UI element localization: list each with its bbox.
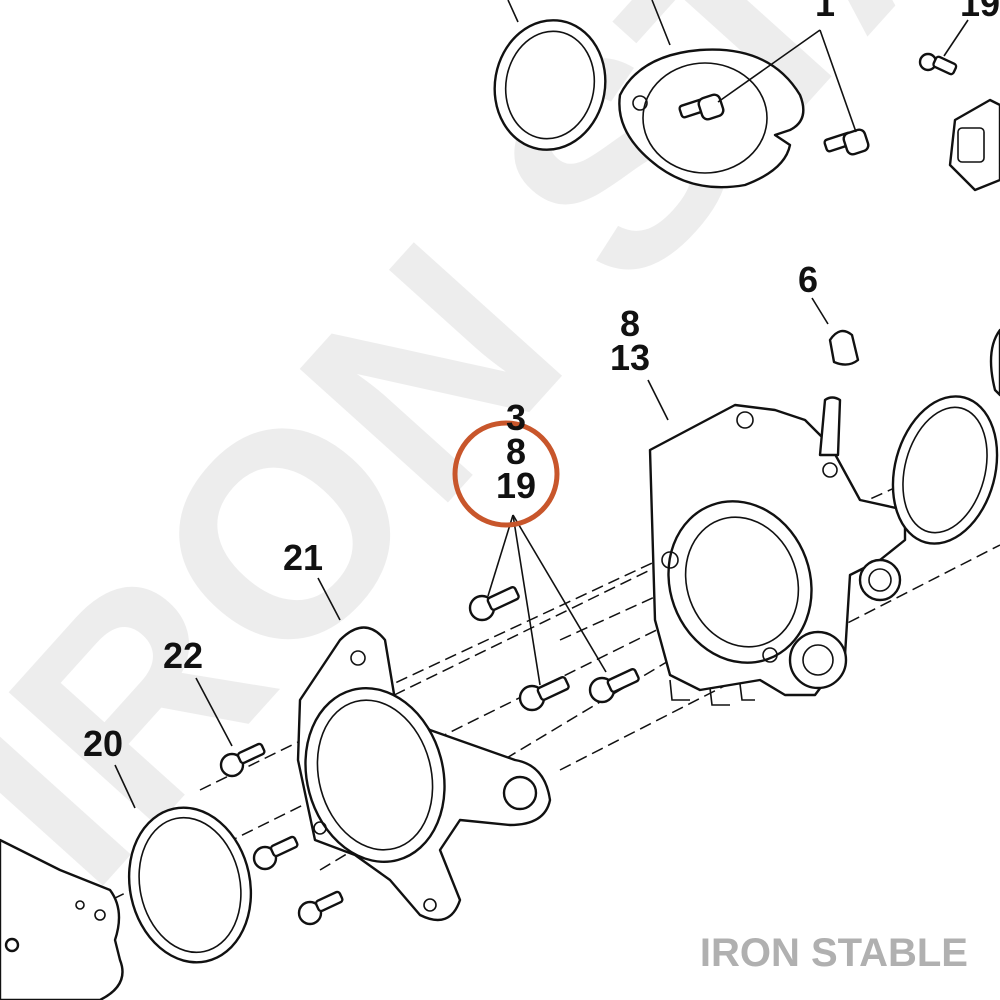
callout-3: 3	[506, 397, 526, 438]
callout-8: 8	[506, 431, 526, 472]
screw-22-a	[219, 742, 266, 778]
sensor-connector	[948, 98, 1000, 192]
callout-1: 1	[815, 0, 835, 24]
bolt-a	[468, 586, 520, 622]
adjacent-part-edge	[989, 328, 1000, 397]
cap	[828, 329, 860, 366]
bolt-top-right	[918, 52, 958, 76]
callout-20: 20	[83, 723, 123, 764]
gasket-bottom-left	[0, 838, 124, 1000]
o-ring-right	[891, 395, 999, 545]
adapter-flange	[296, 626, 552, 922]
bolt-b	[518, 676, 570, 712]
callout-19: 19	[496, 465, 536, 506]
bolt-top-a	[678, 93, 725, 121]
bolt-top-b	[823, 128, 870, 156]
callout-19-top: 19	[960, 0, 1000, 24]
callout-21: 21	[283, 537, 323, 578]
bolt-c	[588, 668, 640, 704]
callout-22: 22	[163, 635, 203, 676]
screw-22-b	[252, 835, 299, 871]
highlight-circle	[452, 420, 560, 528]
leader-lines	[114, 0, 969, 809]
screw-22-c	[297, 890, 344, 926]
callout-8-stack-top: 8	[620, 303, 640, 344]
brand-logo-text: IRON STABLE	[700, 931, 968, 975]
callout-6: 6	[798, 259, 818, 300]
o-ring-20	[127, 806, 253, 964]
callout-13: 13	[610, 337, 650, 378]
o-ring-top	[493, 19, 607, 151]
throttle-body	[648, 396, 907, 706]
